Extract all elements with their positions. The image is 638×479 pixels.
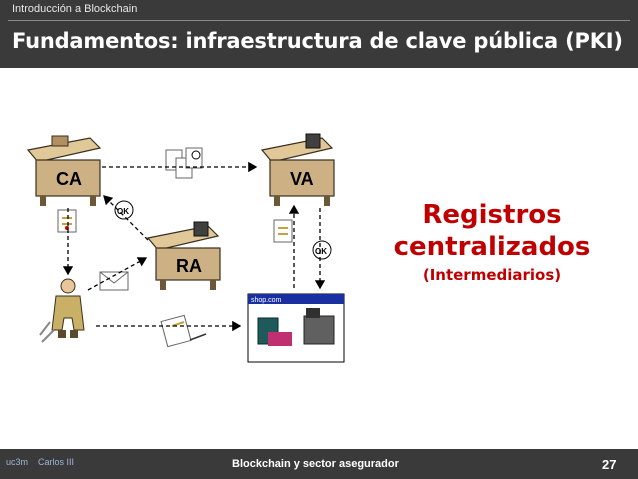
slide-supertitle: Introducción a Blockchain [12, 3, 138, 15]
svg-text:OK: OK [315, 247, 327, 256]
ok-seal-icon: OK [114, 200, 134, 220]
slide-title: Fundamentos: infraestructura de clave pú… [12, 29, 623, 53]
ok-seal-icon: OK [312, 240, 332, 260]
certificate-icon [57, 209, 77, 233]
va-label: VA [290, 169, 314, 189]
header-separator [8, 20, 630, 21]
callout-line-2: centralizados [393, 232, 591, 262]
ca-label: CA [56, 169, 82, 189]
ra-desk: RA [146, 221, 221, 290]
ra-label: RA [176, 256, 202, 276]
callout-line-1: Registros [422, 200, 562, 230]
arrow-ra-ca [103, 195, 149, 241]
shop-window: shop.com [247, 293, 345, 363]
certificate-icon [273, 219, 293, 243]
certificate-icon [165, 147, 203, 179]
signed-document-icon [160, 314, 207, 348]
svg-text:OK: OK [117, 207, 129, 216]
user-figure-icon [39, 278, 85, 343]
shop-url: shop.com [251, 297, 282, 304]
uc3m-logo: uc3m [6, 457, 29, 467]
slide-footer: uc3m Carlos III Blockchain y sector aseg… [0, 449, 638, 479]
envelope-icon [99, 271, 129, 291]
ca-desk: CA [26, 135, 102, 206]
footer-title: Blockchain y sector asegurador [232, 458, 399, 470]
slide-header: Introducción a Blockchain Fundamentos: i… [0, 0, 638, 68]
callout-line-3: (Intermediarios) [422, 266, 562, 284]
carlos-iii-logo: Carlos III [38, 457, 75, 467]
page-number: 27 [602, 457, 617, 472]
va-desk: VA [260, 133, 335, 206]
